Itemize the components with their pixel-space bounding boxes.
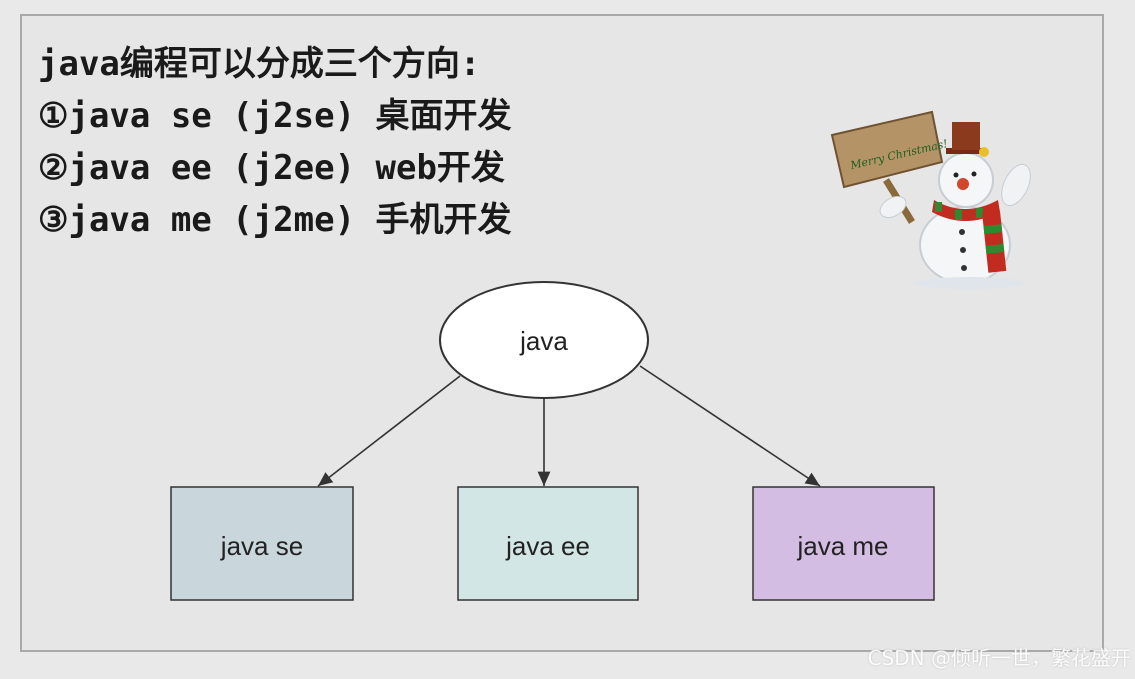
hat-flower — [979, 147, 989, 157]
snowman-button — [960, 247, 966, 253]
scarf-stripe — [935, 202, 942, 212]
edge-java-to-se — [318, 376, 460, 486]
node-java-me-label: java me — [796, 531, 888, 561]
snowman-button — [961, 265, 967, 271]
scarf-stripe — [955, 210, 962, 220]
scarf-stripe — [976, 208, 983, 218]
hat-top — [952, 122, 980, 150]
edge-java-to-me — [640, 366, 820, 486]
root-node-label: java — [519, 326, 568, 356]
snow-ground — [915, 277, 1025, 289]
watermark: CSDN @倾听一世，繁花盛开 — [868, 642, 1131, 671]
node-java-ee-label: java ee — [505, 531, 590, 561]
snowman-right-eye — [972, 172, 977, 177]
snowman-right-arm — [996, 160, 1036, 210]
snowman-left-eye — [954, 173, 959, 178]
snowman-illustration: Merry Christmas! — [832, 112, 1036, 289]
node-java-se-label: java se — [220, 531, 303, 561]
snowman-nose — [957, 178, 969, 190]
snowman-button — [959, 229, 965, 235]
